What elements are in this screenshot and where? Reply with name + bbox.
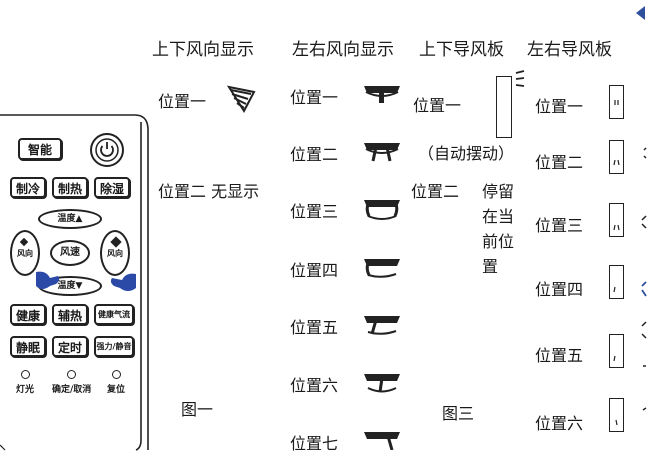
louver-blades-5-icon <box>613 355 616 362</box>
health-air-button[interactable]: 健康气流 <box>94 304 134 325</box>
lr-display-pos2-label: 位置二 <box>290 145 339 164</box>
confirm-cancel-label: 确定/取消 <box>52 385 92 395</box>
health-button[interactable]: 健康 <box>10 304 46 325</box>
aux-heat-button[interactable]: 辅热 <box>52 304 88 325</box>
fan-dir-right-button[interactable]: 风向 <box>100 230 130 276</box>
lr-louver-box-1 <box>609 85 624 119</box>
dry-label: 除湿 <box>99 182 124 196</box>
timer-button[interactable]: 定时 <box>52 336 88 357</box>
temp-down-label: 温度▼ <box>57 281 83 291</box>
lr-louver-pos1-label: 位置一 <box>535 97 584 116</box>
hand-pointer-right-icon <box>110 273 136 291</box>
lr-display-icon-1 <box>364 86 400 103</box>
lr-louver-pos4-label: 位置四 <box>535 280 584 299</box>
cool-mode-button[interactable]: 制冷 <box>10 177 46 198</box>
lr-louver-box-3 <box>609 203 624 237</box>
aux-heat-label: 辅热 <box>57 309 82 323</box>
turbo-quiet-label: 强力/静音 <box>96 342 132 351</box>
header-lr-display: 左右风向显示 <box>292 40 394 60</box>
temp-up-button[interactable]: 温度▲ <box>38 209 102 229</box>
figure-3-caption: 图三 <box>442 404 475 423</box>
lr-louver-pos2-label: 位置二 <box>535 153 584 172</box>
ud-louver-stay-line2: 在当 <box>482 207 515 226</box>
lr-display-icon-2 <box>364 143 400 162</box>
lr-display-pos7-label: 位置七 <box>290 434 339 453</box>
health-label: 健康 <box>15 309 40 323</box>
smart-button[interactable]: 智能 <box>18 138 62 160</box>
ud-display-pos2-label: 位置二 无显示 <box>158 182 260 201</box>
header-ud-display: 上下风向显示 <box>152 40 254 60</box>
lr-louver-pos6-label: 位置六 <box>535 414 584 433</box>
lr-display-pos1-label: 位置一 <box>290 88 339 107</box>
lr-display-pos5-label: 位置五 <box>290 318 339 337</box>
hand-pointer-left-icon <box>36 271 60 289</box>
lr-display-pos4-label: 位置四 <box>290 261 339 280</box>
power-icon <box>100 142 114 157</box>
lr-louver-pos3-label: 位置三 <box>535 216 584 235</box>
lr-display-pos6-label: 位置六 <box>290 376 339 395</box>
figure-1-caption: 图一 <box>181 400 214 419</box>
swing-motion-icon <box>515 70 525 87</box>
cool-label: 制冷 <box>15 182 40 196</box>
turbo-quiet-button[interactable]: 强力/静音 <box>94 336 134 357</box>
temp-up-label: 温度▲ <box>57 214 83 224</box>
lr-display-icon-7 <box>364 432 400 450</box>
ud-louver-stay-line4: 置 <box>482 257 499 276</box>
heat-mode-button[interactable]: 制热 <box>52 177 88 198</box>
edge-fragment-marks <box>641 147 647 411</box>
lr-louver-display-icons <box>364 86 400 450</box>
fan-dir-left-button[interactable]: 风向 <box>10 230 40 276</box>
confirm-cancel-button[interactable] <box>67 370 76 379</box>
ud-louver-pos2-label: 位置二 <box>411 182 460 201</box>
lr-display-icon-3 <box>364 200 400 220</box>
reset-button[interactable] <box>112 370 121 379</box>
ud-louver-swing-box <box>496 76 512 138</box>
ud-louver-pos1-label: 位置一 <box>413 96 462 115</box>
reset-label: 复位 <box>107 385 126 395</box>
louver-blades-3-icon <box>613 224 620 231</box>
fan-dir-left-label: 风向 <box>17 249 33 258</box>
lr-display-icon-6 <box>364 374 400 393</box>
ud-louver-stay-line3: 前位 <box>482 232 515 251</box>
lr-display-icon-4 <box>364 259 400 278</box>
ud-louver-stay-line1: 停留 <box>482 182 515 201</box>
sleep-label: 静眠 <box>15 341 40 355</box>
dry-mode-button[interactable]: 除湿 <box>94 177 130 198</box>
louver-blades-2-icon <box>613 159 620 166</box>
sleep-button[interactable]: 静眠 <box>10 336 46 357</box>
power-button[interactable] <box>88 131 126 169</box>
fan-speed-label: 风速 <box>60 247 80 258</box>
louver-blades-1-icon <box>614 100 619 105</box>
lr-louver-box-2 <box>609 140 624 174</box>
header-ud-louver: 上下导风板 <box>419 40 504 60</box>
corner-accent <box>636 6 645 20</box>
fan-speed-button[interactable]: 风速 <box>50 240 90 266</box>
timer-label: 定时 <box>57 341 82 355</box>
lr-display-icon-5 <box>364 316 400 335</box>
lr-display-pos3-label: 位置三 <box>290 202 339 221</box>
lr-louver-box-4 <box>609 265 624 299</box>
light-label: 灯光 <box>16 385 35 395</box>
ud-display-pos1-label: 位置一 <box>158 92 207 111</box>
fan-dir-right-label: 风向 <box>107 249 123 258</box>
smart-label: 智能 <box>27 143 52 157</box>
ud-swing-fan-icon <box>226 85 256 114</box>
lr-louver-box-5 <box>609 334 624 368</box>
lr-louver-pos5-label: 位置五 <box>535 346 584 365</box>
louver-blades-6-icon <box>615 419 618 426</box>
health-air-label: 健康气流 <box>98 310 130 319</box>
heat-label: 制热 <box>57 182 82 196</box>
light-button[interactable] <box>21 370 30 379</box>
ud-louver-auto-swing: （自动摆动） <box>418 144 515 163</box>
header-lr-louver: 左右导风板 <box>527 40 612 60</box>
lr-louver-box-6 <box>609 398 624 432</box>
louver-blades-4-icon <box>613 286 616 293</box>
